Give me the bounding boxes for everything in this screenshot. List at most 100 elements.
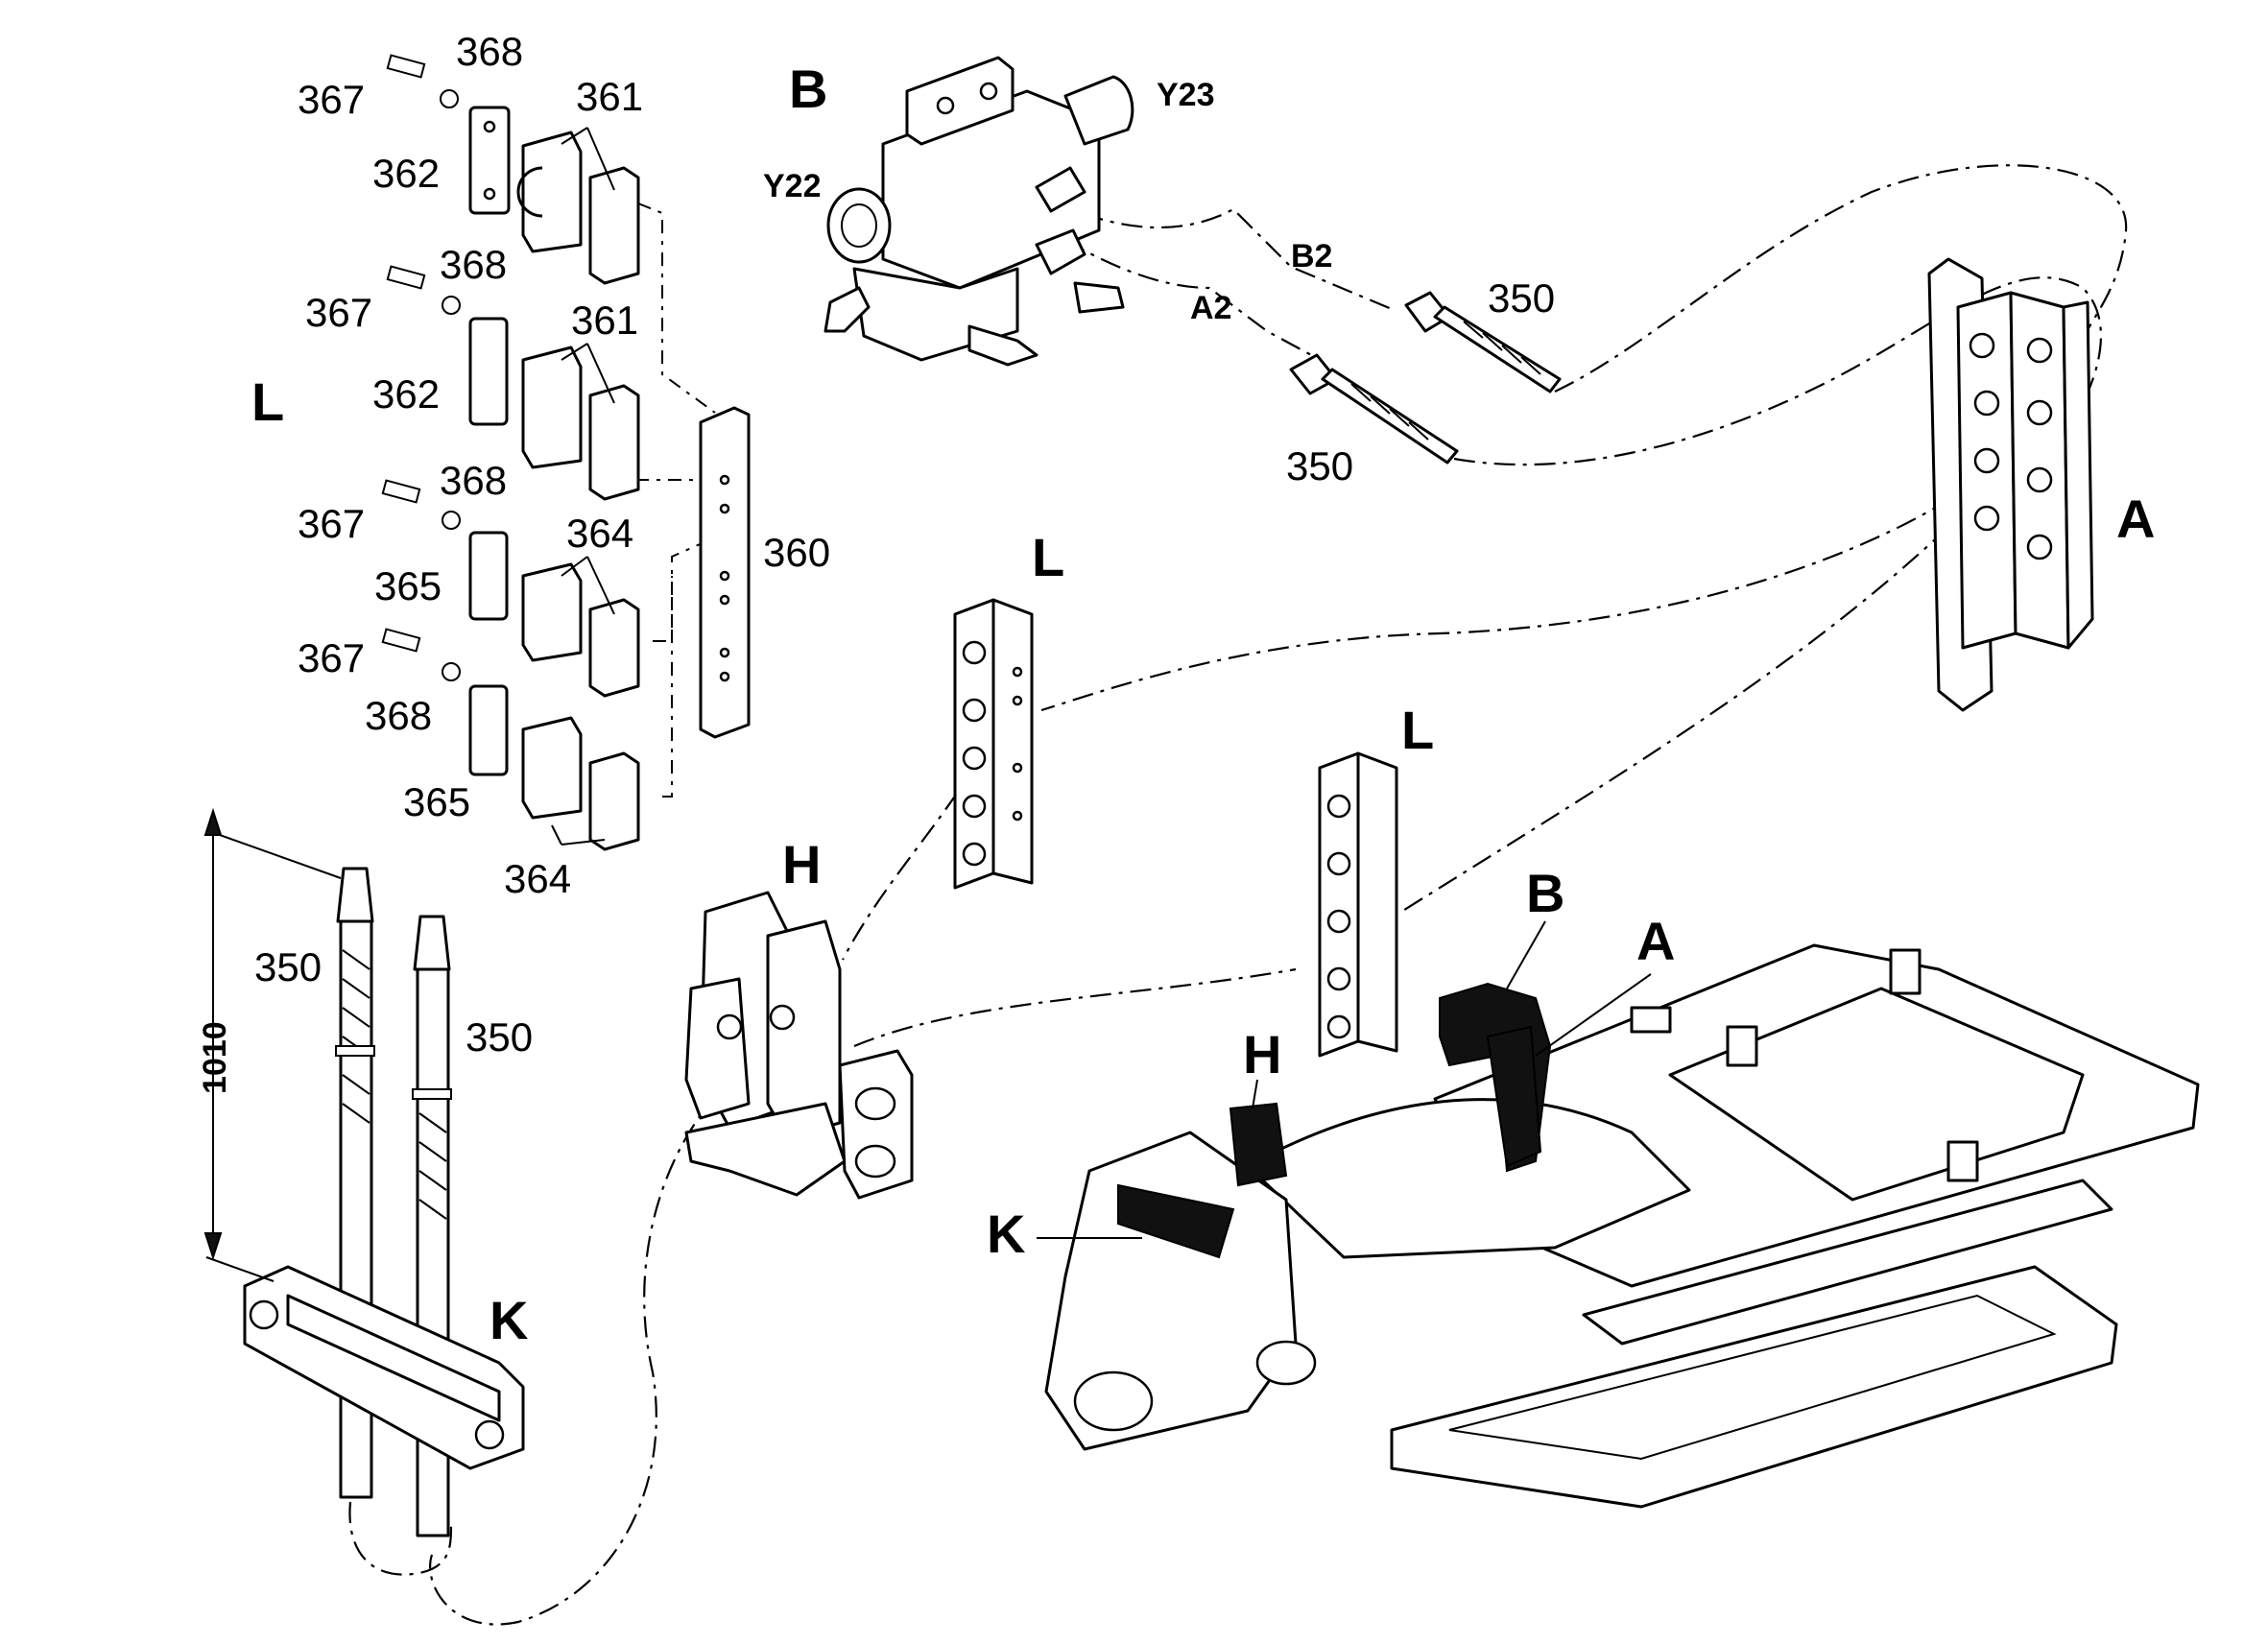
valve-block-b [824,56,1134,367]
clamp-half-361-row1-a [516,131,583,253]
dimension-1010 [203,807,342,1282]
callout-365-row4: 365 [403,779,470,824]
callout-368-row3: 368 [440,458,507,503]
fitting-1 [1035,166,1086,213]
clamp-half-364-row4-a [521,716,583,820]
fitting-5 [824,286,871,333]
callout-361-row2: 361 [571,298,638,343]
label-y23: Y23 [1157,77,1215,113]
frame-rear-box [1668,987,2085,1202]
hoses-350-top [1289,291,1562,465]
route-h-down [429,1064,750,1626]
frame-label-a: A [1636,911,1675,971]
callout-361-row1: 361 [576,74,643,119]
callout-367-row4: 367 [298,635,365,680]
clamp-half-361-row2-b [588,384,640,501]
frame-platform-inner [1448,1294,2057,1461]
dimension-1010-label: 1010 [197,1021,233,1094]
highlight-h-clamp [1229,1102,1288,1187]
machine-frame [1044,943,2200,1509]
clamp-stack-left [381,54,751,851]
label-b2: B2 [1291,238,1332,274]
callout-350-top-1: 350 [1488,275,1555,321]
route-a-to-l-mid [1040,450,2017,712]
bracket-h [684,891,914,1200]
clamp-row-4 [381,628,640,851]
route-k-loop [348,1501,453,1576]
clamp-block-a [1927,257,2094,712]
hose-350-left-2-fitting [413,915,451,971]
clamp-row-1 [386,54,640,285]
hose-350-left-1-fitting [336,867,374,923]
block-a-column-3 [2062,300,2094,650]
route-360-link-2 [653,536,716,642]
group-a-right: A [2116,488,2155,549]
callout-350-left-2: 350 [466,1014,533,1060]
callout-367-row2: 367 [305,290,372,335]
fitting-3 [1073,281,1125,314]
callout-368-row2: 368 [440,242,507,287]
frame-label-b: B [1526,863,1564,923]
callout-labels: 367 368 361 362 367 368 361 362 367 368 … [197,29,2155,1350]
clamp-row-3 [381,479,640,698]
callout-350-top-2: 350 [1286,443,1353,488]
group-l-frame: L [1401,700,1434,760]
callout-362-row2: 362 [372,371,440,417]
callout-362-row1: 362 [372,151,440,196]
route-b2 [1082,207,1393,311]
hose-350-upper [1433,305,1562,393]
plate-365-row3 [468,531,509,621]
hose-routes [348,164,2128,1626]
route-a-to-l-frame [1400,498,1978,913]
group-l-left: L [251,371,284,432]
route-hose-to-a-mid [1453,276,2102,466]
callout-367-row3: 367 [298,501,365,546]
group-l-mid: L [1032,527,1064,587]
frame-label-k: K [987,1203,1025,1264]
frame-label-h: H [1243,1024,1281,1084]
clamp-bar-l-frame [1318,751,1398,1058]
screw-367-row1 [386,54,426,79]
callout-368-row1: 368 [456,29,523,74]
fitting-4 [967,324,1039,367]
highlight-k-clamp [1117,1183,1235,1259]
frame-boom-arm [1246,1098,1691,1259]
frame-highlights [1037,920,1652,1259]
clamp-half-364-row3-b [588,598,640,698]
callout-368-row4: 368 [365,693,432,738]
hose-350-lower [1321,368,1459,465]
clamp-row-2 [386,265,640,501]
plate-362-row2 [468,317,509,426]
group-b-valve: B [789,59,827,119]
solenoid-y23 [1063,75,1134,146]
bracket-k-left [243,1265,525,1470]
clamp-half-361-row1-b [588,166,640,285]
plate-365-row4 [468,684,509,776]
highlight-a-clamp [1486,1025,1542,1168]
route-a2 [1064,239,1316,358]
callout-365-row3: 365 [374,563,442,608]
valve-body [881,89,1101,290]
callout-364-row4: 364 [504,856,571,901]
callout-367-row1: 367 [298,77,365,122]
callout-364-row3: 364 [566,511,633,556]
group-k-left: K [489,1290,528,1350]
clamp-half-364-row4-b [588,751,640,851]
washer-368-row1 [440,89,459,108]
clamp-half-361-row2-a [521,345,583,469]
route-360-link-3 [662,576,673,798]
callout-350-left-1: 350 [254,944,322,989]
label-y22: Y22 [763,168,822,204]
clamp-half-364-row3-a [521,562,583,662]
frame-track [1582,1179,2113,1346]
plate-362-row1 [468,106,511,215]
fitting-2 [1035,228,1086,275]
route-h-to-k [853,967,1297,1048]
frame-l-marker-block [1630,1006,1672,1034]
clamp-bar-l-mid [953,598,1034,890]
valve-top-bracket [905,56,1015,146]
group-h-mid: H [782,834,821,894]
label-a2: A2 [1190,290,1231,326]
callout-360: 360 [763,530,830,575]
